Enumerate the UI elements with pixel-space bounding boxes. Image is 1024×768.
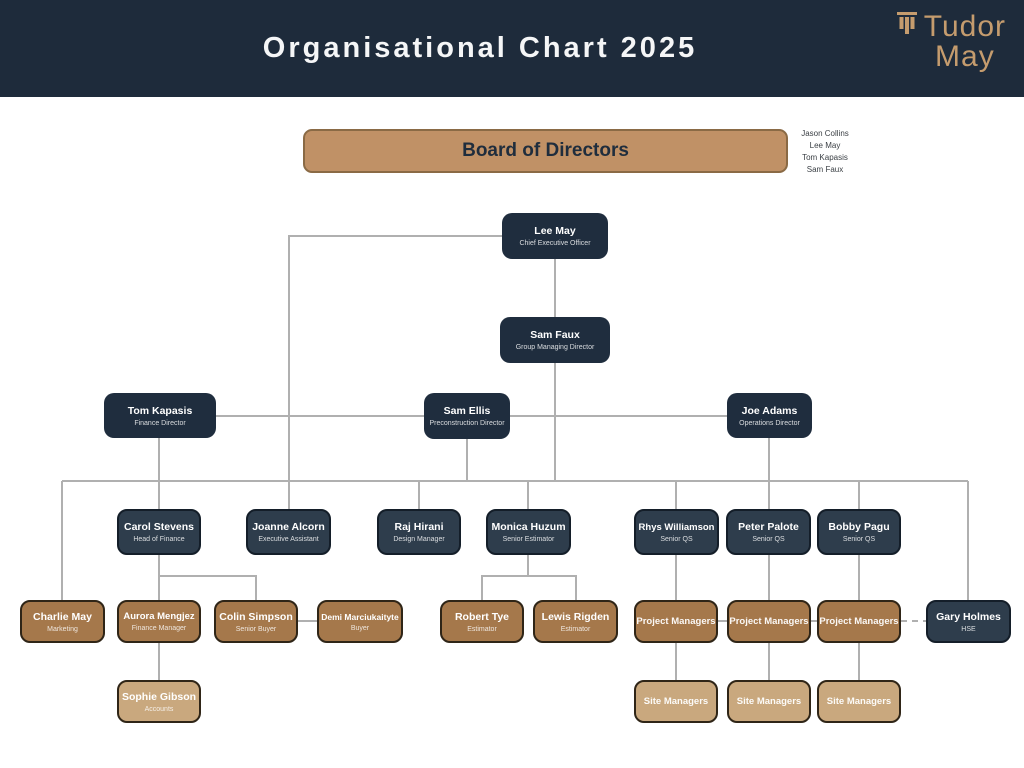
person-name: Tom Kapasis [127,404,193,417]
node-demi-marciukaityte: Demi Marciukaityte Buyer [317,600,403,643]
node-colin-simpson: Colin Simpson Senior Buyer [214,600,298,643]
group-label: Site Managers [736,696,802,707]
person-role: Operations Director [739,419,800,427]
node-lewis-rigden: Lewis Rigden Estimator [533,600,618,643]
person-role: Senior QS [842,536,876,543]
person-name: Joe Adams [741,404,798,417]
node-tom-kapasis: Tom Kapasis Finance Director [104,393,216,438]
connector [159,575,257,600]
node-joe-adams: Joe Adams Operations Director [727,393,812,438]
person-role: Buyer [350,624,370,632]
group-label: Project Managers [819,616,899,627]
company-logo: Tudor May [896,12,1006,72]
node-site-managers-1: Site Managers [634,680,718,723]
node-robert-tye: Robert Tye Estimator [440,600,524,643]
logo-text: Tudor May [924,12,1006,72]
node-sam-faux: Sam Faux Group Managing Director [500,317,610,363]
person-name: Gary Holmes [936,610,1001,623]
node-sam-ellis: Sam Ellis Preconstruction Director [424,393,510,439]
person-role: Senior Estimator [502,536,555,543]
node-carol-stevens: Carol Stevens Head of Finance [117,509,201,555]
person-role: Head of Finance [133,536,185,543]
person-role: Senior Buyer [235,625,277,633]
node-raj-hirani: Raj Hirani Design Manager [377,509,461,555]
connector [288,235,502,481]
person-name: Colin Simpson [219,610,293,623]
person-role: Accounts [144,705,174,713]
person-name: Rhys Williamson [638,521,715,533]
person-name: Sam Ellis [443,405,491,417]
person-role: Senior QS [660,535,693,543]
person-role: HSE [961,625,976,633]
person-name: Sophie Gibson [121,690,197,703]
node-bobby-pagu: Bobby Pagu Senior QS [817,509,901,555]
node-charlie-may: Charlie May Marketing [20,600,105,643]
group-label: Site Managers [643,696,709,707]
logo-line-1: Tudor [923,10,1006,43]
person-name: Lewis Rigden [541,610,610,623]
person-role: Estimator [560,625,591,633]
logo-line-2: May [935,40,995,73]
person-name: Charlie May [33,610,92,623]
person-role: Executive Assistant [258,536,319,543]
node-gary-holmes: Gary Holmes HSE [926,600,1011,643]
group-label: Site Managers [826,696,892,707]
person-role: Design Manager [393,536,445,543]
person-name: Peter Palote [738,521,799,533]
node-sophie-gibson: Sophie Gibson Accounts [117,680,201,723]
person-name: Demi Marciukaityte [321,611,399,622]
group-label: Project Managers [729,616,809,627]
person-name: Sam Faux [530,329,580,341]
node-joanne-alcorn: Joanne Alcorn Executive Assistant [246,509,331,555]
board-member: Lee May [809,141,841,150]
board-member: Tom Kapasis [802,153,848,162]
person-name: Lee May [534,225,576,237]
person-role: Senior QS [752,536,785,543]
person-name: Robert Tye [454,610,510,623]
board-members-list: Jason Collins Lee May Tom Kapasis Sam Fa… [790,128,860,176]
person-name: Carol Stevens [123,521,195,533]
person-role: Group Managing Director [515,344,595,351]
node-lee-may: Lee May Chief Executive Officer [502,213,608,259]
header-bar: Organisational Chart 2025 Tudor May [0,0,1024,97]
node-monica-huzum: Monica Huzum Senior Estimator [486,509,571,555]
node-project-managers-1: Project Managers [634,600,718,643]
board-of-directors-box: Board of Directors [303,129,788,173]
group-label: Project Managers [636,616,716,627]
tudor-may-crest-icon [896,12,918,43]
person-role: Finance Manager [131,625,187,632]
node-site-managers-2: Site Managers [727,680,811,723]
node-project-managers-3: Project Managers [817,600,901,643]
person-name: Monica Huzum [491,521,566,533]
node-project-managers-2: Project Managers [727,600,811,643]
person-role: Finance Director [134,419,186,427]
node-aurora-mengjez: Aurora Mengjez Finance Manager [117,600,201,643]
connector [481,575,577,600]
node-peter-palote: Peter Palote Senior QS [726,509,811,555]
person-name: Bobby Pagu [828,521,890,533]
person-name: Raj Hirani [394,521,444,533]
node-rhys-williamson: Rhys Williamson Senior QS [634,509,719,555]
person-role: Marketing [47,625,78,633]
person-name: Aurora Mengjez [123,611,195,622]
person-name: Joanne Alcorn [252,521,325,533]
board-member: Sam Faux [806,165,844,174]
page-title: Organisational Chart 2025 [262,32,698,64]
person-role: Chief Executive Officer [519,240,591,247]
person-role: Estimator [467,625,497,633]
node-site-managers-3: Site Managers [817,680,901,723]
person-role: Preconstruction Director [429,420,505,427]
board-member: Jason Collins [801,129,849,138]
